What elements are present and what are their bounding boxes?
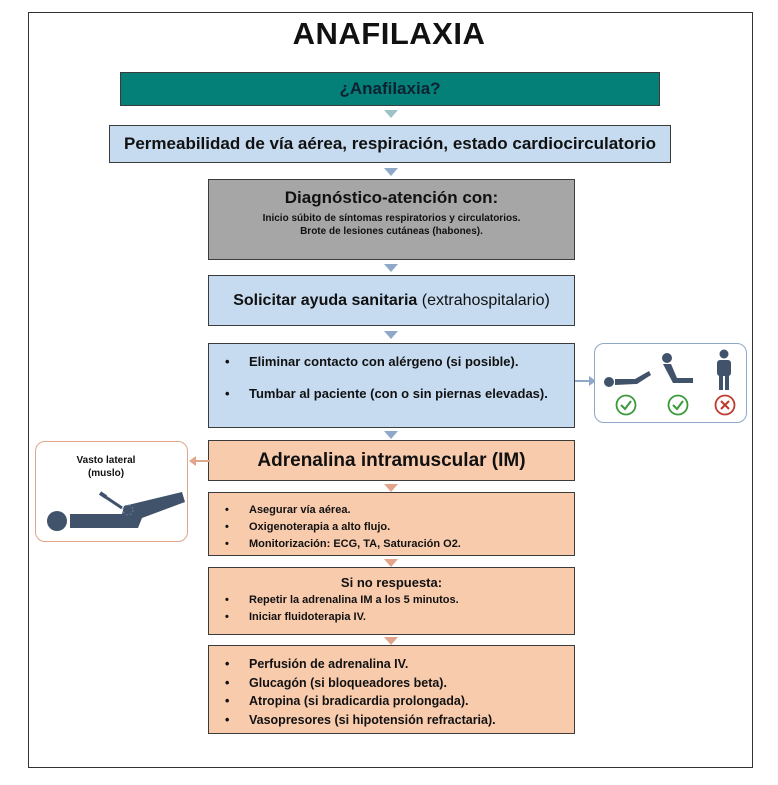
- care-item: Asegurar vía aérea.: [209, 502, 574, 519]
- injection-site-panel: Vasto lateral (muslo): [35, 441, 188, 542]
- injection-site-label: Vasto lateral (muslo): [76, 455, 136, 479]
- cross-icon: [714, 394, 736, 416]
- care-item: Oxigenoterapia a alto flujo.: [209, 519, 574, 536]
- arrow-2: [384, 168, 398, 176]
- step-adrenaline-im: Adrenalina intramuscular (IM): [208, 440, 575, 481]
- connector-right: [575, 376, 596, 386]
- measure-item: Tumbar al paciente (con o sin piernas el…: [209, 386, 574, 401]
- step-request-help-bold: Solicitar ayuda sanitaria: [233, 291, 418, 309]
- arrow-5: [384, 431, 398, 439]
- step-diagnosis-line1: Inicio súbito de síntomas respiratorios …: [262, 213, 521, 224]
- diagram-title: ANAFILAXIA: [292, 16, 486, 51]
- arrow-1: [384, 110, 398, 118]
- arrow-6: [384, 484, 398, 492]
- treatment-item: Perfusión de adrenalina IV.: [209, 655, 574, 674]
- lying-legs-raised-icon: [604, 371, 651, 387]
- treatment-item: Atropina (si bradicardia prolongada).: [209, 692, 574, 711]
- arrow-7: [384, 559, 398, 567]
- no-response-item: Repetir la adrenalina IM a los 5 minutos…: [209, 592, 574, 609]
- step-airway-check-text: Permeabilidad de vía aérea, respiración,…: [124, 134, 656, 153]
- treatment-item: Vasopresores (si hipotensión refractaria…: [209, 711, 574, 730]
- check-icon: [615, 394, 637, 416]
- step-supportive-care: Asegurar vía aérea. Oxigenoterapia a alt…: [208, 492, 575, 556]
- step-initial-measures: Eliminar contacto con alérgeno (si posib…: [208, 343, 575, 428]
- step-no-response-heading: Si no respuesta:: [340, 575, 443, 590]
- standing-icon: [717, 349, 731, 390]
- arrow-8: [384, 637, 398, 645]
- no-response-item: Iniciar fluidoterapia IV.: [209, 609, 574, 626]
- treatment-item: Glucagón (si bloqueadores beta).: [209, 674, 574, 693]
- sitting-reclined-icon: [662, 353, 693, 383]
- step-diagnosis-line2: Brote de lesiones cutáneas (habones).: [300, 226, 483, 237]
- step-request-help: Solicitar ayuda sanitaria (extrahospital…: [208, 275, 575, 326]
- connector-left: [189, 456, 210, 466]
- step-diagnosis-heading: Diagnóstico-atención con:: [284, 188, 499, 207]
- arrow-3: [384, 264, 398, 272]
- step-anafilaxia-question-text: ¿Anafilaxia?: [339, 79, 441, 98]
- arrow-4: [384, 331, 398, 339]
- step-advanced-treatment: Perfusión de adrenalina IV. Glucagón (si…: [208, 645, 575, 734]
- measure-item: Eliminar contacto con alérgeno (si posib…: [209, 354, 574, 369]
- step-diagnosis: Diagnóstico-atención con: Inicio súbito …: [208, 179, 575, 260]
- care-item: Monitorización: ECG, TA, Saturación O2.: [209, 536, 574, 553]
- injection-thigh-icon: [47, 491, 185, 531]
- check-icon: [667, 394, 689, 416]
- step-anafilaxia-question: ¿Anafilaxia?: [120, 72, 660, 106]
- step-request-help-normal: (extrahospitalario): [421, 291, 550, 309]
- diagram-frame: [28, 12, 753, 768]
- step-no-response: Si no respuesta: Repetir la adrenalina I…: [208, 567, 575, 635]
- step-airway-check: Permeabilidad de vía aérea, respiración,…: [109, 125, 671, 163]
- step-adrenaline-im-text: Adrenalina intramuscular (IM): [257, 449, 526, 471]
- patient-position-panel: [594, 343, 747, 423]
